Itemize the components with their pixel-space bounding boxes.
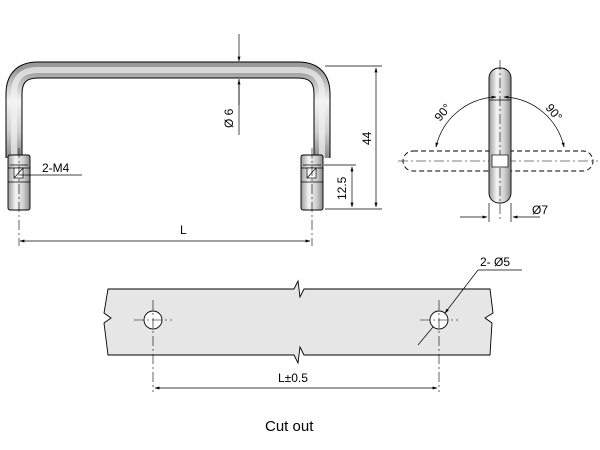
dim-length: L — [19, 223, 311, 243]
side-view: 90° 90° Ø7 — [398, 60, 598, 222]
hole-right — [420, 300, 458, 392]
thread-label: 2-M4 — [42, 161, 70, 175]
dim-side-diameter: Ø7 — [460, 203, 548, 222]
dim-thread-depth-label: 12.5 — [335, 176, 349, 200]
dim-thread-depth: 12.5 — [324, 164, 356, 208]
dim-length-label: L — [180, 223, 187, 237]
panel — [103, 279, 494, 365]
cutout-view: 2- Ø5 L±0.5 Cut out — [103, 255, 522, 435]
rotation-arc-left — [435, 95, 497, 148]
angle-right-label: 90° — [543, 101, 566, 124]
dim-rod-diameter: Ø 6 — [222, 34, 241, 135]
left-foot — [7, 154, 31, 211]
rotation-arc-right — [503, 95, 565, 148]
handle-rod — [5, 61, 331, 158]
dim-rod-diameter-label: Ø 6 — [222, 108, 236, 128]
right-foot — [300, 154, 324, 211]
angle-left-label: 90° — [432, 101, 455, 124]
dim-height-label: 44 — [360, 131, 374, 145]
thread-callout: 2-M4 — [20, 161, 82, 176]
dim-spacing-label: L±0.5 — [278, 371, 308, 385]
dim-height: 44 — [325, 65, 382, 210]
hole-label: 2- Ø5 — [480, 255, 510, 269]
cutout-caption: Cut out — [265, 418, 314, 435]
hole-callout: 2- Ø5 — [417, 255, 522, 346]
dim-spacing: L±0.5 — [154, 371, 438, 390]
dim-side-diameter-label: Ø7 — [532, 203, 548, 217]
hole-left — [134, 300, 172, 392]
front-view: L 2-M4 Ø 6 44 12.5 — [5, 34, 382, 246]
